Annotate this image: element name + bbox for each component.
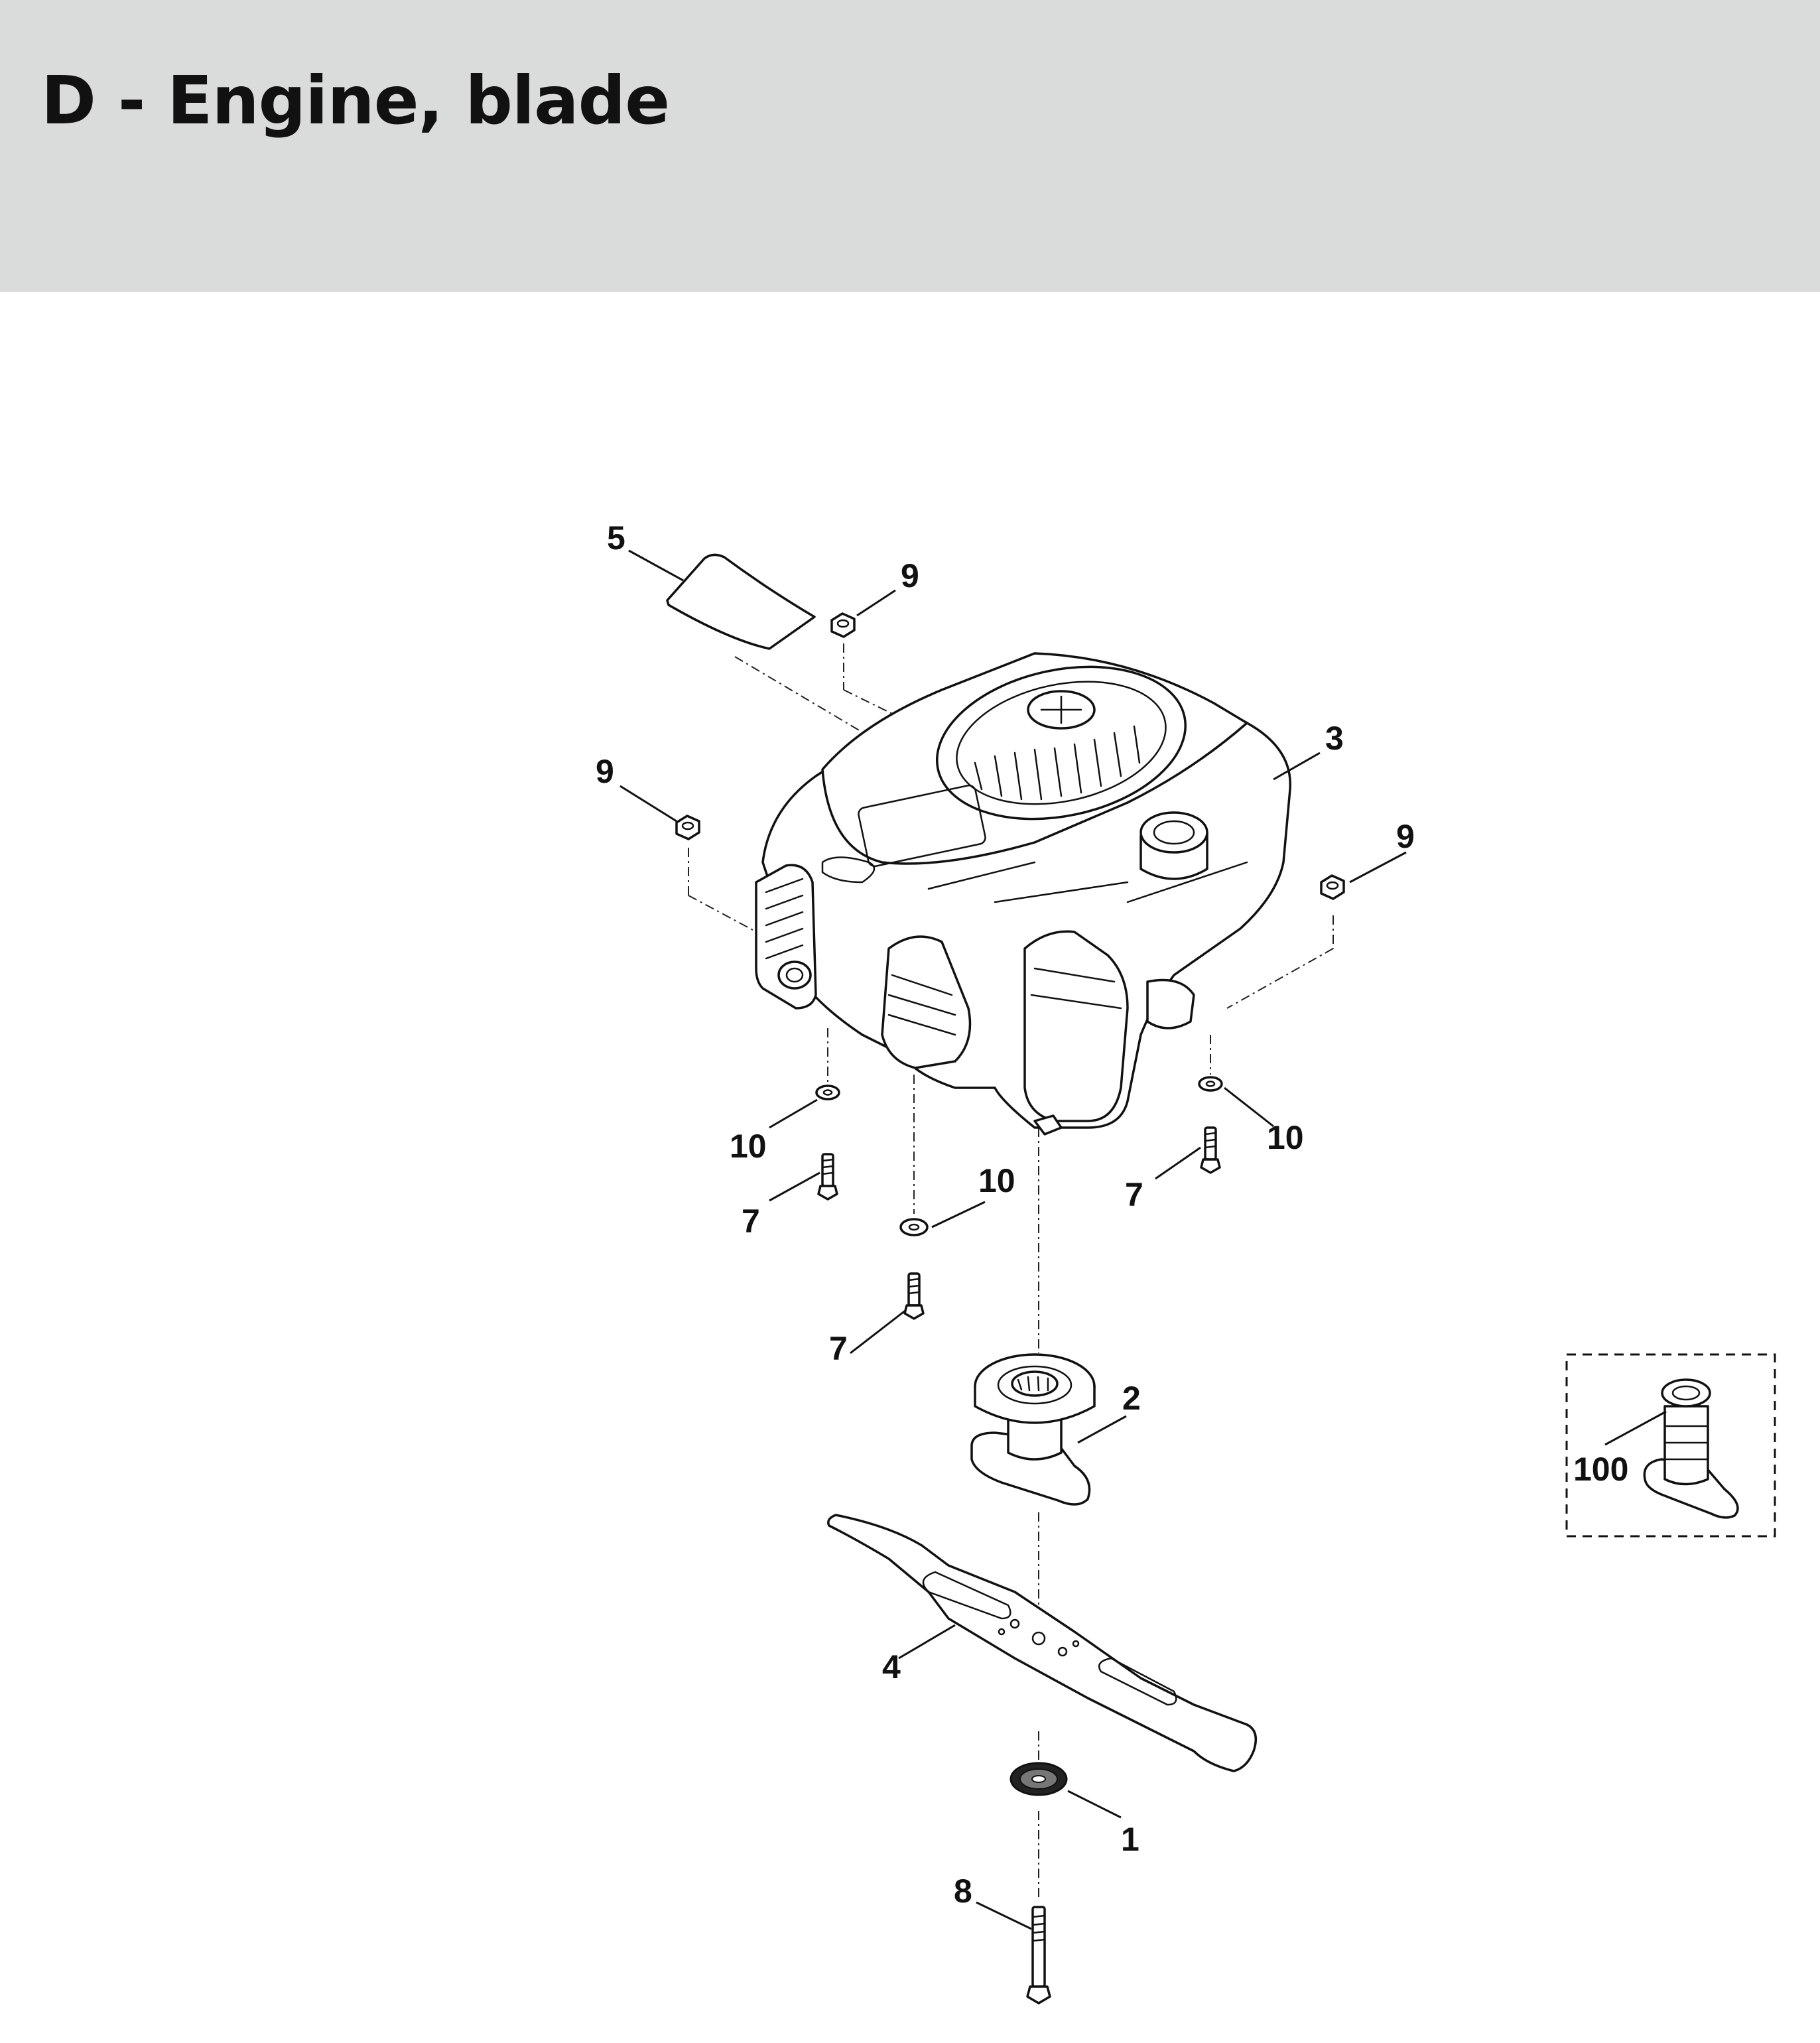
callout-10-left: 10 [730,1128,767,1165]
callout-10-middle: 10 [978,1162,1015,1199]
bolt-part-7-left [817,1153,838,1201]
callout-5: 5 [607,519,625,557]
page-title: D - Engine, blade [41,62,670,139]
washer-part-10-right [1198,1076,1223,1092]
callout-10-right: 10 [1267,1119,1304,1156]
engine-part-3 [755,652,1291,1136]
callout-3: 3 [1325,720,1344,757]
washer-part-10-middle [899,1218,929,1236]
nut-part-9-top [830,612,856,638]
washer-part-10-left [815,1085,840,1100]
leader-lines [619,549,1667,1930]
callout-7-left: 7 [742,1203,760,1240]
grille-slats [974,725,1141,801]
nut-part-9-left [675,815,700,840]
vent-slots [765,878,804,960]
nut-part-9-right [1320,874,1345,900]
callout-labels: 5 9 9 3 9 10 7 10 7 10 7 2 4 1 8 100 [596,519,1628,1910]
blade-adapter-part-2 [970,1353,1096,1506]
blade-part-4 [827,1514,1258,1772]
callout-9-right: 9 [1396,818,1415,855]
blade-washer-part-1 [1009,1762,1068,1796]
bolt-part-7-right [1200,1126,1221,1174]
header-bar: D - Engine, blade [0,0,1820,292]
optional-adapter-box [1565,1353,1776,1538]
callout-7-middle: 7 [829,1330,848,1367]
callout-2: 2 [1122,1380,1141,1417]
callout-9-left: 9 [596,753,614,790]
callout-100: 100 [1573,1451,1628,1488]
blade-bolt-part-8 [1026,1906,1051,2005]
callout-7-right: 7 [1125,1176,1143,1213]
assembly-guide-lines [688,643,1334,1897]
callout-8: 8 [954,1873,972,1910]
bolt-part-7-middle [903,1272,925,1320]
callout-9-top: 9 [901,557,919,594]
decal-part-5 [666,553,816,650]
blade-adapter-part-100 [1643,1378,1739,1519]
callout-4: 4 [882,1648,901,1685]
callout-1: 1 [1121,1821,1139,1858]
